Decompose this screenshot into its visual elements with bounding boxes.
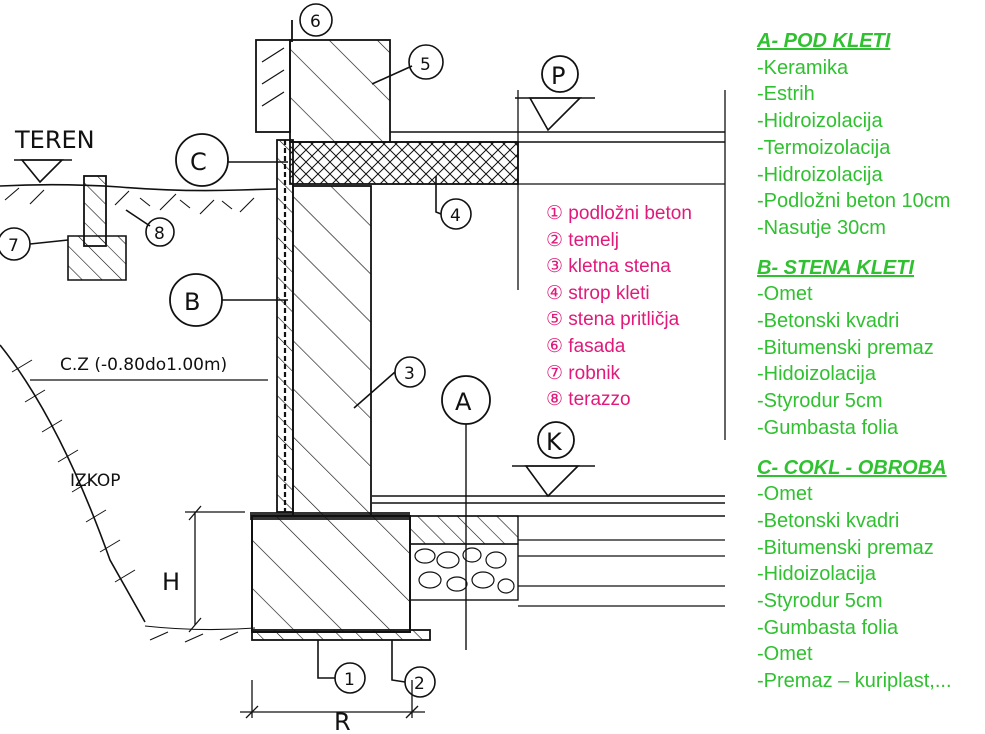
notes-item: -Podložni beton 10cm xyxy=(757,190,951,213)
notes-item: -Omet xyxy=(757,643,813,666)
callout-8-label: 8 xyxy=(154,224,165,244)
legend-item: ④ strop kleti xyxy=(546,282,650,304)
callout-1-label: 1 xyxy=(344,670,355,690)
callout-5-label: 5 xyxy=(420,55,431,75)
legend-item: ⑥ fasada xyxy=(546,335,626,357)
notes-item: -Styrodur 5cm xyxy=(757,590,883,613)
level-marker-teren xyxy=(14,159,72,184)
notes-item: -Gumbasta folia xyxy=(757,616,899,639)
callout-a xyxy=(441,375,491,650)
legend-item: ① podložni beton xyxy=(546,203,692,224)
layer-notes: A- POD KLETI -Keramika -Estrih -Hidroizo… xyxy=(757,28,952,708)
notes-item: -Hidroizolacija xyxy=(757,110,883,133)
callout-7-label: 7 xyxy=(8,236,19,256)
notes-title-b: B- STENA KLETI xyxy=(757,256,915,279)
notes-item: -Termoizolacija xyxy=(757,136,891,159)
notes-item: -Betonski kvadri xyxy=(757,310,900,333)
terrain xyxy=(0,183,277,643)
notes-section-b: B- STENA KLETI -Omet -Betonski kvadri -B… xyxy=(757,255,952,442)
notes-title-c: C- COKL - OBROBA xyxy=(757,456,947,479)
callout-b xyxy=(169,273,288,327)
cz-label: C.Z (-0.80do1.00m) xyxy=(60,355,227,375)
callout-2-label: 2 xyxy=(414,674,425,694)
notes-item: -Bitumenski premaz xyxy=(757,536,934,559)
level-marker-p xyxy=(515,55,595,132)
level-marker-k xyxy=(512,421,595,498)
notes-section-a: A- POD KLETI -Keramika -Estrih -Hidroizo… xyxy=(757,28,952,242)
notes-item: -Nasutje 30cm xyxy=(757,216,886,239)
legend-item: ③ kletna stena xyxy=(546,256,671,278)
basement-wall xyxy=(276,139,372,517)
notes-section-c: C- COKL - OBROBA -Omet -Betonski kvadri … xyxy=(757,455,952,695)
notes-item: -Premaz – kuriplast,... xyxy=(757,670,952,693)
notes-item: -Gumbasta folia xyxy=(757,416,899,439)
basement-floor xyxy=(372,495,725,607)
notes-item: -Hidoizolacija xyxy=(757,363,876,386)
p-marker-label: P xyxy=(551,62,565,90)
notes-item: -Keramika xyxy=(757,56,849,79)
legend-item: ② temelj xyxy=(546,229,619,251)
notes-item: -Omet xyxy=(757,483,813,506)
gravel-fill xyxy=(414,547,515,594)
notes-item: -Estrih xyxy=(757,83,815,106)
notes-item: -Hidroizolacija xyxy=(757,163,883,186)
k-marker-label: K xyxy=(546,428,563,456)
legend-item: ⑦ robnik xyxy=(546,362,621,384)
ground-floor-wall xyxy=(255,20,391,143)
curb-robnik xyxy=(67,175,127,281)
b-section-label: B xyxy=(184,288,200,316)
h-dimension-label: H xyxy=(162,568,180,596)
notes-item: -Styrodur 5cm xyxy=(757,390,883,413)
callout-6-label: 6 xyxy=(310,12,321,32)
callout-3-label: 3 xyxy=(404,364,415,384)
legend-item: ⑤ stena pritličja xyxy=(546,309,680,331)
notes-item: -Omet xyxy=(757,283,813,306)
dimension-lines xyxy=(185,505,425,719)
component-legend: ① podložni beton ② temelj ③ kletna stena… xyxy=(546,201,692,414)
number-callouts xyxy=(0,3,472,698)
r-dimension-label: R xyxy=(334,708,351,734)
notes-title-a: A- POD KLETI xyxy=(757,30,891,52)
a-section-label: A xyxy=(455,388,472,416)
notes-item: -Betonski kvadri xyxy=(757,509,900,532)
teren-label: TEREN xyxy=(14,126,95,154)
callout-4-label: 4 xyxy=(450,206,461,226)
c-section-label: C xyxy=(190,148,207,176)
basement-ceiling-slab xyxy=(289,90,726,440)
izkop-label: IZKOP xyxy=(70,471,121,491)
foundation xyxy=(250,512,431,641)
callout-c xyxy=(175,133,288,187)
legend-item: ⑧ terazzo xyxy=(546,389,631,411)
notes-item: -Hidoizolacija xyxy=(757,563,876,586)
notes-item: -Bitumenski premaz xyxy=(757,336,934,359)
